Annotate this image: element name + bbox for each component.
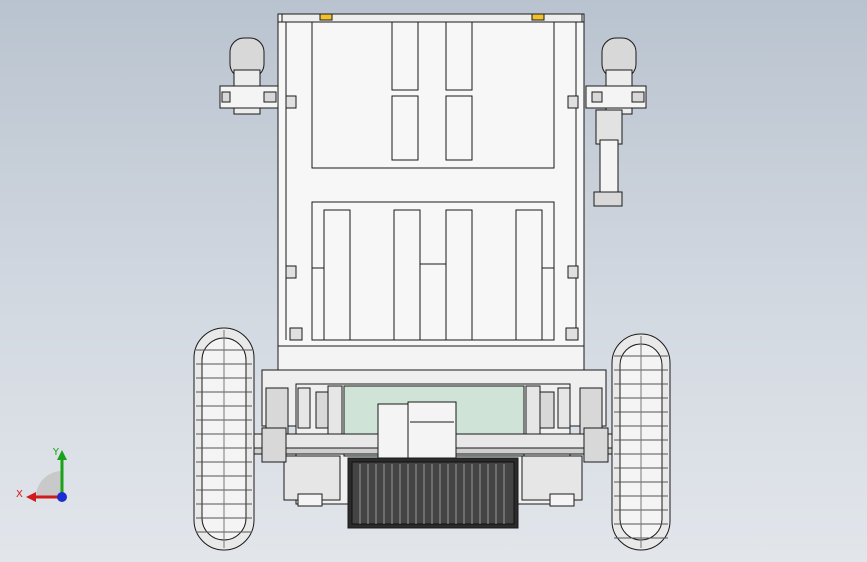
battery-pack[interactable]	[347, 457, 519, 529]
y-axis-arrowhead	[57, 450, 67, 460]
main-frame-plate[interactable]	[277, 13, 585, 349]
left-drive-wheel[interactable]	[193, 327, 255, 551]
left-caster-wheel[interactable]	[219, 37, 279, 115]
triad-plane-icon	[36, 471, 62, 497]
y-axis-label: Y	[52, 447, 60, 458]
right-caster-wheel[interactable]	[585, 37, 647, 115]
linear-actuator[interactable]	[593, 109, 623, 207]
x-axis-label: X	[16, 489, 23, 500]
z-axis-dot	[57, 492, 67, 502]
right-drive-wheel[interactable]	[611, 333, 671, 551]
x-axis-arrowhead	[26, 492, 36, 502]
